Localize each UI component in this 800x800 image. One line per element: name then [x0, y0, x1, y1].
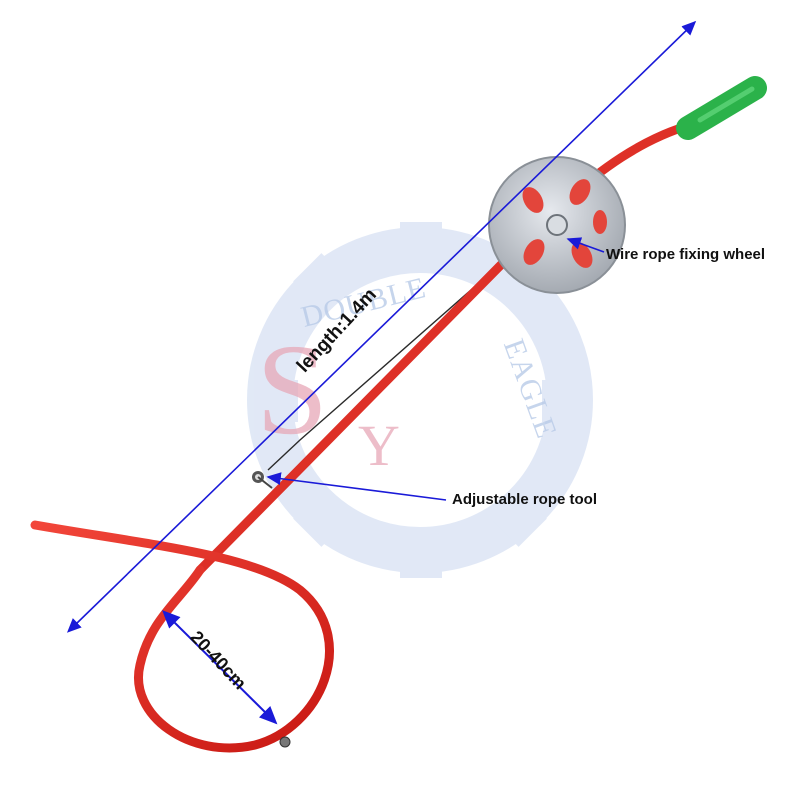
- length-arrow: [66, 20, 697, 633]
- wheel-label: Wire rope fixing wheel: [606, 246, 766, 263]
- wire-rope-fixing-wheel: [488, 156, 626, 294]
- wheel-callout-arrow: [566, 237, 605, 253]
- adjustable-rope-tool: [252, 471, 273, 489]
- rope-tool-callout-arrow: [266, 472, 447, 501]
- diameter-arrow: [162, 610, 278, 725]
- noose-loop: [30, 520, 334, 753]
- rope-tool-label: Adjustable rope tool: [452, 491, 598, 508]
